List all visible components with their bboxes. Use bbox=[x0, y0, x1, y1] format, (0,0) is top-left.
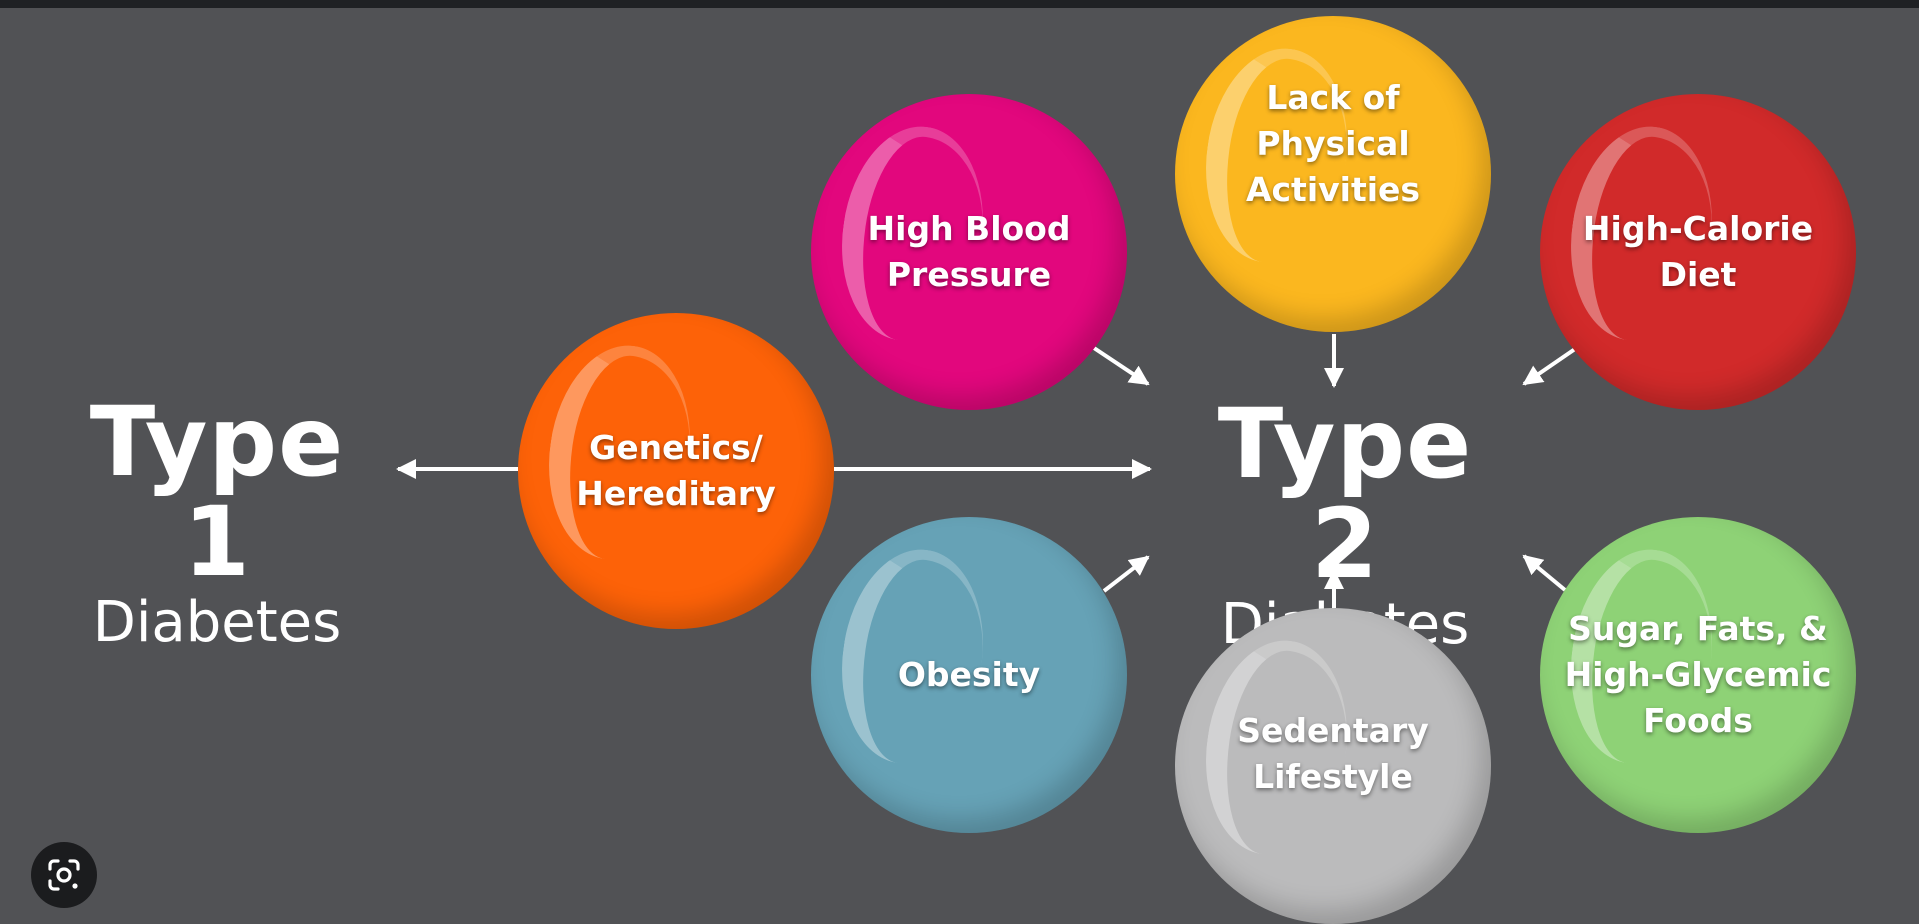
high-calorie-circle: High-Calorie Diet bbox=[1540, 94, 1856, 410]
obesity-circle: Obesity bbox=[811, 517, 1127, 833]
sugar-fats-circle: Sugar, Fats, & High-Glycemic Foods bbox=[1540, 517, 1856, 833]
arrow-obesity bbox=[1102, 555, 1150, 593]
lack-physical-label: Lack of Physical Activities bbox=[1245, 78, 1421, 209]
high-calorie-label: High-Calorie Diet bbox=[1582, 209, 1814, 294]
type1-subheading: Diabetes bbox=[92, 590, 342, 655]
genetics-label: Genetics/ Hereditary bbox=[576, 428, 776, 513]
sugar-fats-label: Sugar, Fats, & High-Glycemic Foods bbox=[1564, 609, 1832, 740]
high-blood-pressure-label: High Blood Pressure bbox=[867, 209, 1071, 294]
type1-heading: Type 1 bbox=[89, 386, 345, 598]
sedentary-circle: Sedentary Lifestyle bbox=[1175, 608, 1491, 924]
arrow-blood-pressure bbox=[1092, 346, 1150, 386]
arrow-sugar bbox=[1522, 554, 1567, 592]
top-bar bbox=[0, 0, 1919, 8]
lens-button[interactable] bbox=[31, 842, 97, 908]
google-lens-icon bbox=[48, 859, 80, 891]
obesity-label: Obesity bbox=[897, 655, 1041, 694]
genetics-circle: Genetics/ Hereditary bbox=[518, 313, 834, 629]
sedentary-label: Sedentary Lifestyle bbox=[1237, 711, 1429, 796]
type1-title: Type 1 Diabetes bbox=[62, 392, 372, 654]
type2-heading: Type 2 bbox=[1217, 388, 1473, 600]
arrow-calorie bbox=[1522, 347, 1577, 386]
lack-physical-circle: Lack of Physical Activities bbox=[1175, 16, 1491, 332]
high-blood-pressure-circle: High Blood Pressure bbox=[811, 94, 1127, 410]
